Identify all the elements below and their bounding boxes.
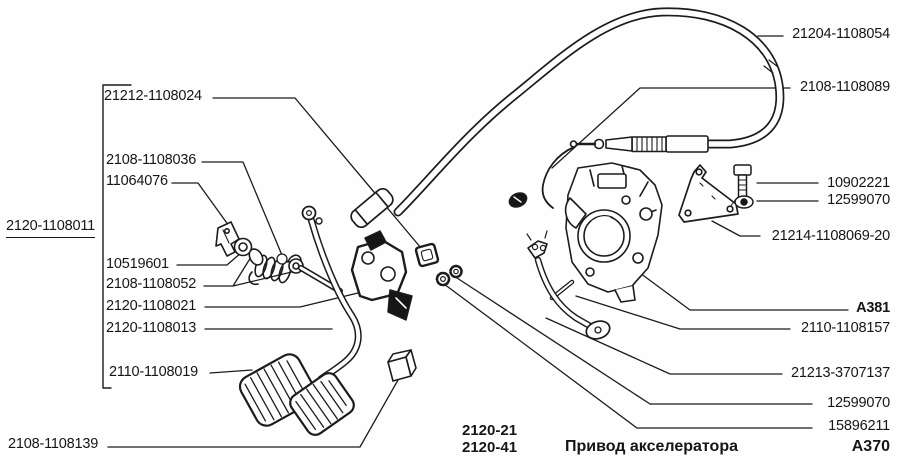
callout-21213-3707137: 21213-3707137 — [791, 365, 890, 381]
callout-2108-1108052: 2108-1108052 — [106, 276, 197, 292]
callout-10519601: 10519601 — [106, 256, 169, 272]
firewall-grommet-square — [414, 242, 440, 268]
intermediate-lever — [526, 230, 611, 340]
mounting-bracket-triangle — [678, 164, 739, 223]
callout-2120-1108021: 2120-1108021 — [106, 298, 197, 314]
callout-2120-1108013: 2120-1108013 — [106, 320, 197, 336]
callout-15896211: 15896211 — [828, 418, 890, 434]
callout-11064076: 11064076 — [106, 173, 168, 189]
figure-title: Привод акселератора — [565, 438, 738, 455]
callout-2110-1108019: 2110-1108019 — [109, 364, 198, 380]
callout-ref-a381: A381 — [856, 300, 890, 316]
serrated-nuts — [435, 264, 463, 287]
inner-throttle-cable — [541, 146, 575, 209]
pedal-lever-arm — [301, 205, 362, 383]
callout-21204-1108054: 21204-1108054 — [792, 26, 890, 42]
callout-12599070-bottom: 12599070 — [827, 395, 890, 411]
callout-10902221: 10902221 — [827, 175, 890, 191]
callout-2108-1108089: 2108-1108089 — [799, 79, 890, 95]
retaining-clip — [215, 221, 240, 257]
callout-12599070-top: 12599070 — [827, 192, 890, 208]
footer-model-code-1: 2120-21 — [462, 422, 518, 439]
washers-bushings — [233, 237, 304, 274]
cable-adjuster — [569, 135, 709, 153]
leader-lines — [107, 35, 849, 448]
cube-bushing — [387, 349, 417, 382]
callout-2108-1108036: 2108-1108036 — [106, 152, 197, 168]
pedal-pad — [238, 353, 355, 436]
callout-2108-1108139: 2108-1108139 — [8, 436, 99, 452]
group-bracket — [102, 84, 132, 389]
callout-2110-1108157: 2110-1108157 — [801, 320, 890, 336]
callout-21212-1108024: 21212-1108024 — [104, 88, 202, 104]
callout-group-2120-1108011: 2120-1108011 — [6, 219, 95, 238]
callout-21214-1108069-20: 21214-1108069-20 — [771, 228, 890, 244]
pedal-mounting-bracket — [350, 230, 413, 321]
cable-end-cap — [508, 192, 528, 208]
footer-model-code-2: 2120-41 — [462, 439, 518, 456]
sheet-code: A370 — [851, 438, 890, 455]
accelerator-cable-sheath — [393, 7, 785, 217]
firewall-barrel — [350, 187, 394, 229]
throttle-body — [549, 162, 663, 303]
nut — [729, 195, 754, 209]
bolt — [733, 164, 752, 198]
